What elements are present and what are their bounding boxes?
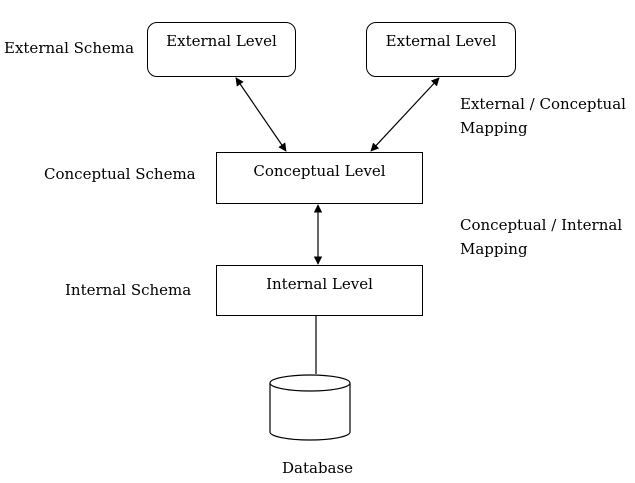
external-level-box-right: External Level (366, 22, 516, 77)
external-schema-label: External Schema (4, 39, 135, 57)
external-conceptual-mapping-label: External / Conceptual Mapping (460, 92, 626, 140)
internal-schema-label: Internal Schema (65, 281, 192, 299)
external-level-right-label: External Level (385, 32, 497, 50)
database-cylinder-icon (269, 374, 351, 441)
external-conceptual-mapping-line-1: External / Conceptual (460, 95, 626, 113)
conceptual-internal-mapping-line-1: Conceptual / Internal (460, 216, 623, 234)
external-left-conceptual-arrow (235, 77, 287, 152)
conceptual-internal-mapping-label: Conceptual / Internal Mapping (460, 213, 622, 261)
conceptual-schema-label: Conceptual Schema (44, 165, 196, 183)
conceptual-level-label: Conceptual Level (253, 162, 386, 180)
internal-level-label: Internal Level (266, 275, 373, 293)
conceptual-level-box: Conceptual Level (216, 152, 423, 204)
external-level-box-left: External Level (147, 22, 296, 77)
external-right-conceptual-arrow (370, 77, 440, 152)
internal-level-box: Internal Level (216, 265, 423, 316)
conceptual-internal-mapping-line-2: Mapping (460, 240, 528, 258)
external-conceptual-mapping-line-2: Mapping (460, 119, 528, 137)
database-label: Database (282, 459, 354, 477)
external-level-left-label: External Level (166, 32, 277, 50)
